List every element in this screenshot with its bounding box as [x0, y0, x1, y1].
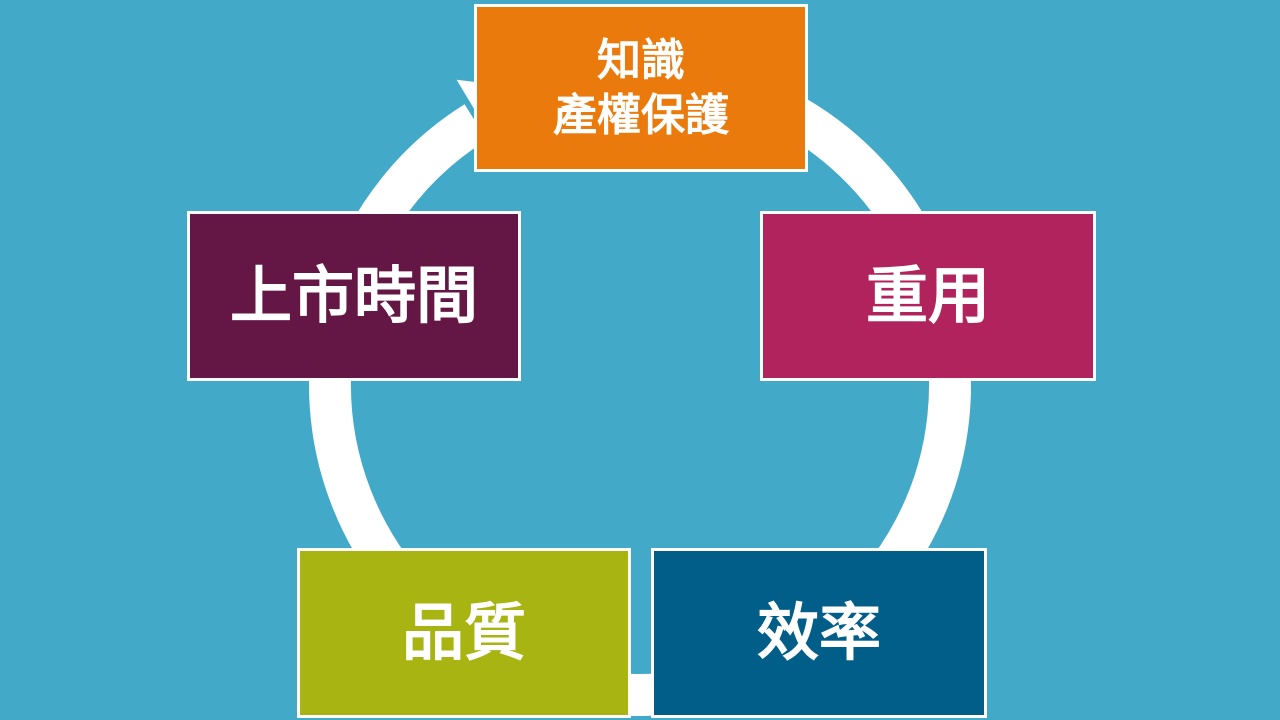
node-ip-protection: 知識 產權保護 [474, 4, 808, 172]
node-label: 效率 [756, 596, 881, 670]
node-quality: 品質 [297, 548, 631, 718]
node-label: 上市時間 [229, 259, 478, 333]
node-reuse: 重用 [760, 211, 1096, 381]
node-time-to-market: 上市時間 [187, 211, 521, 381]
node-label: 知識 產權保護 [553, 35, 729, 141]
node-label: 重用 [865, 259, 990, 333]
node-label: 品質 [401, 596, 526, 670]
node-efficiency: 效率 [651, 548, 987, 718]
